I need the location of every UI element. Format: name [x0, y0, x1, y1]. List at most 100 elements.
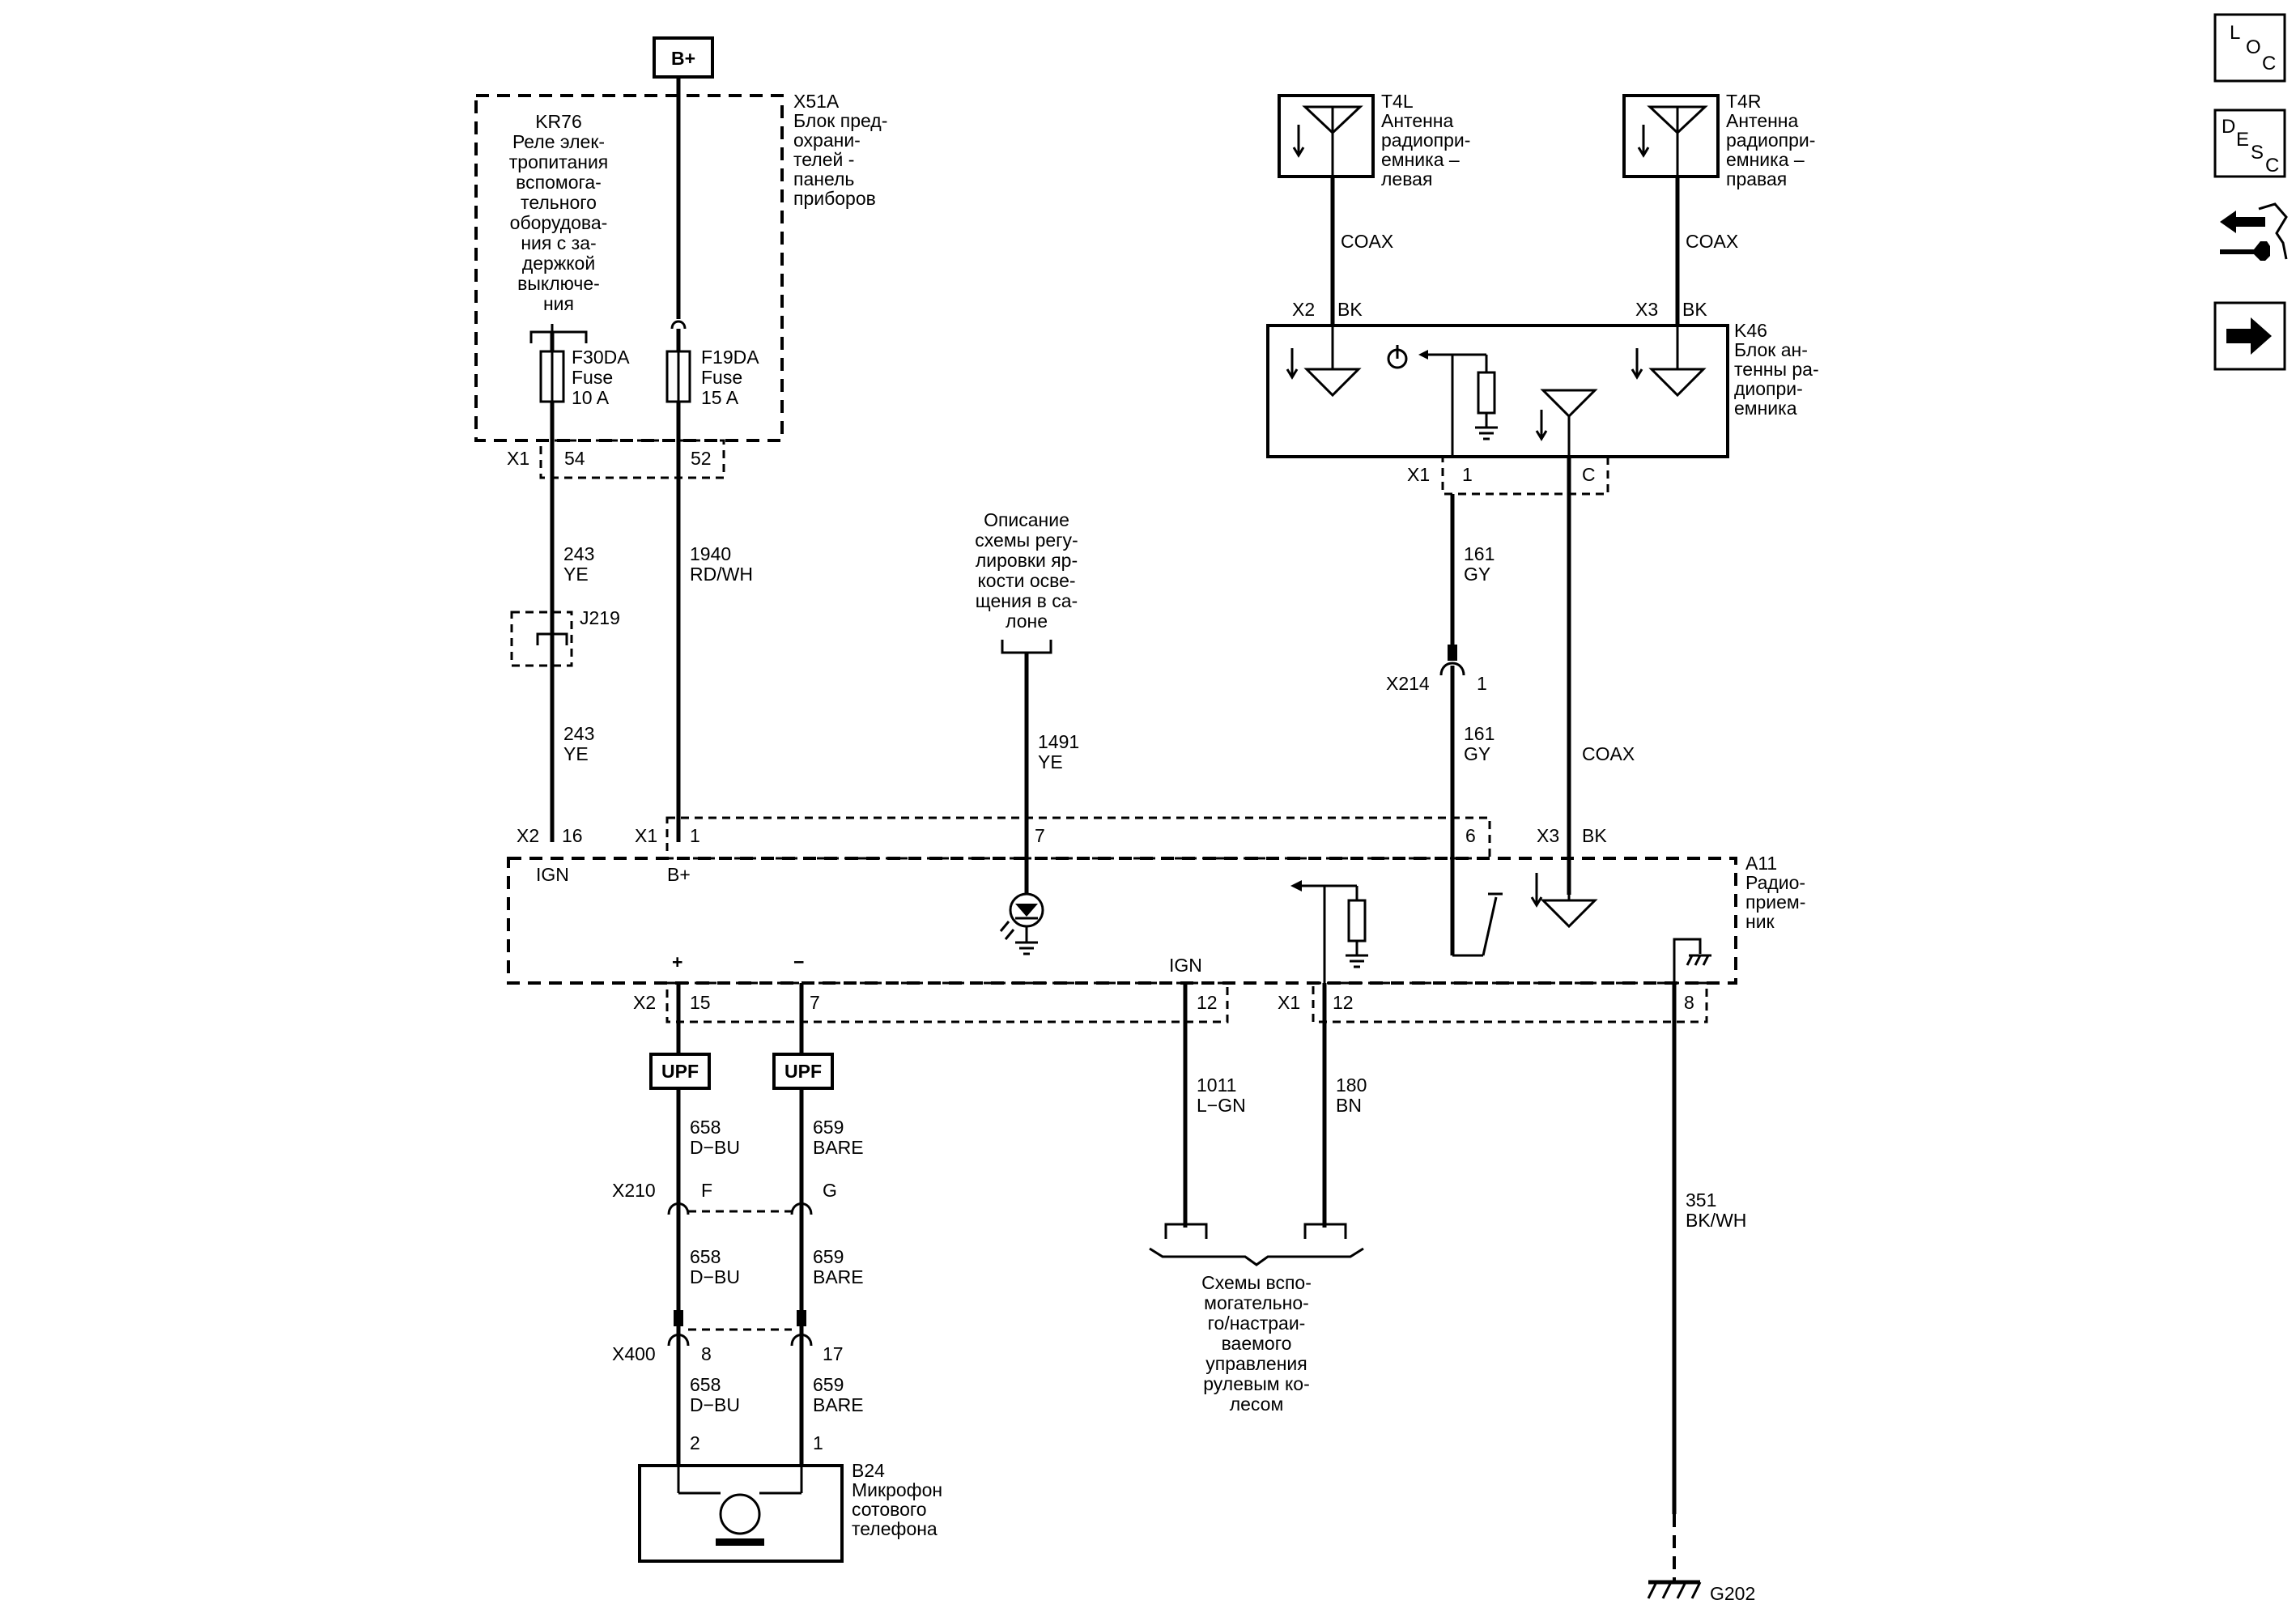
inline-x210-b-icon	[790, 1202, 813, 1215]
wire-243-top-color: YE	[563, 564, 589, 585]
relay-line-7: держкой	[522, 253, 595, 274]
connector-repair-icon	[2220, 211, 2265, 233]
radio-top-x1-pin: 1	[690, 825, 700, 846]
wire-1011-num: 1011	[1197, 1074, 1236, 1096]
inline-x214-icon	[1439, 662, 1465, 676]
antenna-module-k46: X2 BK X3 BK K46 Блок ан- тенны ра- диопр…	[1266, 299, 1819, 458]
fuse-b-type: Fuse	[701, 367, 742, 388]
fuse-b-rating: 15 A	[701, 387, 739, 408]
k46-conn-left: X2	[1292, 299, 1315, 320]
radio-top-bplus: B+	[667, 864, 691, 885]
connector-repair-button[interactable]	[2220, 202, 2288, 261]
radio-bottom-x2: X2	[633, 992, 656, 1013]
x210-pin-g: G	[823, 1180, 837, 1201]
k46-output-icon	[1540, 389, 1598, 419]
k46-conn-right-color: BK	[1682, 299, 1707, 320]
fuse-block-id: X51A	[793, 91, 840, 112]
relay-line-4: тельного	[521, 192, 597, 213]
desc-button[interactable]: D E S C	[2213, 109, 2286, 178]
wire-659-c-num: 659	[813, 1374, 844, 1395]
radio-bottom-ign: IGN	[1169, 955, 1202, 976]
radio-top-x3-color: BK	[1582, 825, 1607, 846]
x400-pin-b: 17	[823, 1343, 844, 1364]
radio-bottom-x1: X1	[1278, 992, 1300, 1013]
relay-line-3: вспомога-	[516, 172, 602, 193]
ground-id: G202	[1710, 1583, 1755, 1604]
k46-id: K46	[1734, 320, 1767, 341]
fuse-conn-pin-52: 52	[691, 448, 712, 469]
loc-o: O	[2246, 36, 2261, 58]
radio-bottom-pin12a: 12	[1197, 992, 1218, 1013]
fuse-block-line-2: охрани-	[793, 130, 861, 151]
wire-1491-color: YE	[1038, 751, 1063, 772]
wire-351-color: BK/WH	[1686, 1210, 1746, 1231]
wire-243-bot-color: YE	[563, 743, 589, 764]
loc-button[interactable]: L O C	[2213, 13, 2286, 83]
radio-top-x3: X3	[1537, 825, 1559, 846]
steering-controls-reference[interactable]: Схемы вспо- могательно- го/настраи- ваем…	[1201, 1272, 1312, 1415]
radio-top-ign: IGN	[536, 864, 569, 885]
radio-connector-x2-bottom	[665, 981, 1229, 1023]
power-label: B+	[671, 48, 695, 69]
k46-line-2: тенны ра-	[1734, 359, 1819, 380]
k46-input-right-icon	[1648, 368, 1707, 398]
dimming-ref-bracket-icon	[1001, 640, 1052, 654]
dimming-ref-line-5: щения в са-	[976, 590, 1078, 611]
dimming-ref-line-1: Описание	[984, 509, 1069, 530]
k46-line-3: диопри-	[1734, 378, 1803, 399]
radio-a11: X2 16 IGN X1 1 B+ 7 6 X3 BK	[507, 816, 1805, 985]
fuse-block-line-5: приборов	[793, 188, 876, 209]
wire-180-color: BN	[1336, 1095, 1362, 1116]
k46-conn-right: X3	[1635, 299, 1658, 320]
k46-line-4: емника	[1734, 398, 1797, 419]
coax-mid-label: COAX	[1582, 743, 1635, 764]
radio-bottom-plus: +	[672, 951, 682, 972]
antenna-right-line-2: радиопри-	[1726, 130, 1815, 151]
radio-connector-x1-bottom	[1312, 981, 1708, 1023]
microphone-b24: B24 Микрофон сотового телефона	[638, 1460, 942, 1563]
antenna-left-id: T4L	[1381, 91, 1414, 112]
radio-bottom-minus: −	[793, 951, 804, 972]
wire-161-bot-color: GY	[1464, 743, 1490, 764]
wire-1491-num: 1491	[1038, 731, 1079, 752]
antenna-left-line-3: емника –	[1381, 149, 1460, 170]
relay-contact-icon	[529, 330, 588, 343]
k46-pin-1: 1	[1462, 464, 1473, 485]
wire-658-b-color: D−BU	[690, 1266, 740, 1287]
x400-pin-a: 8	[701, 1343, 712, 1364]
steering-ref-line-6: рулевым ко-	[1203, 1373, 1309, 1394]
wire-180-num: 180	[1336, 1074, 1367, 1096]
radio-top-x1: X1	[635, 825, 657, 846]
radio-top-pin6: 6	[1465, 825, 1476, 846]
radio-bottom-pin15: 15	[690, 992, 711, 1013]
wire-658-a-num: 658	[690, 1117, 721, 1138]
wire-659-b-color: BARE	[813, 1266, 864, 1287]
desc-s: S	[2251, 142, 2264, 164]
radio-resistor-icon	[1347, 899, 1367, 943]
fuse-a-rating: 10 A	[572, 387, 610, 408]
upf-a-label: UPF	[661, 1061, 699, 1082]
radio-bottom-pin12b: 12	[1333, 992, 1354, 1013]
wire-161-bot-num: 161	[1464, 723, 1495, 744]
dimming-reference[interactable]: Описание схемы регу- лировки яр- кости о…	[975, 509, 1078, 654]
wire-659-a-num: 659	[813, 1117, 844, 1138]
upf-b-label: UPF	[784, 1061, 822, 1082]
antenna-t4l: T4L Антенна радиопри- емника – левая	[1278, 91, 1470, 189]
wire-659-a-color: BARE	[813, 1137, 864, 1158]
next-button[interactable]	[2213, 301, 2286, 371]
k46-connector-x1	[1441, 455, 1609, 496]
radio-bottom-pin8: 8	[1684, 992, 1694, 1013]
next-arrow-icon	[2226, 317, 2272, 355]
antenna-right-line-1: Антенна	[1726, 110, 1799, 131]
wire-243-top-num: 243	[563, 543, 594, 564]
fuse-block-x51a: X51A Блок пред- охрани- телей - панель п…	[474, 91, 887, 442]
k46-bottom-conn: X1	[1407, 464, 1430, 485]
mic-line-1: Микрофон	[852, 1479, 942, 1500]
wire-1011-color: L−GN	[1197, 1095, 1246, 1116]
radio-line-3: ник	[1745, 911, 1775, 932]
radio-top-x2: X2	[517, 825, 539, 846]
mic-pin-1: 1	[813, 1432, 823, 1453]
wire-659-b-num: 659	[813, 1246, 844, 1267]
k46-pin-c: C	[1582, 464, 1596, 485]
